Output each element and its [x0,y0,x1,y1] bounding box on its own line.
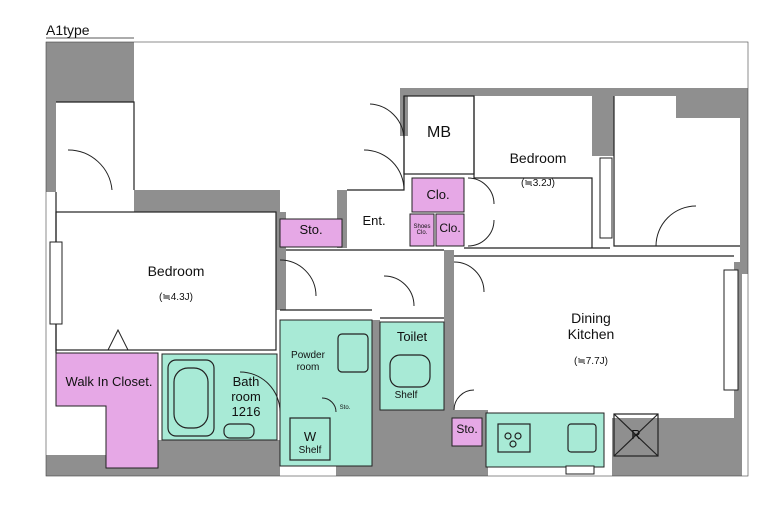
mb-label: MB [427,124,451,141]
bedroom-small-area: (≒3.2J) [521,178,555,189]
bedroom-large-area: (≒4.3J) [159,292,193,303]
washer-box [289,417,331,461]
storage-hall-label: Sto. [299,222,323,237]
sink [567,423,597,453]
door-swings [67,103,697,413]
dining-kitchen-area: (≒7.7J) [574,356,608,367]
entrance-label: Ent. [362,213,386,228]
washer-shelf-label: Shelf [298,445,322,456]
closet-bottom-label: Clo. [439,221,461,235]
vanity-sink [337,333,369,373]
closet-top-label: Clo. [426,187,450,202]
storage-kitchen-label: Sto. [456,422,478,436]
bedroom-small-label: Bedroom [509,150,567,166]
fixtures [167,333,659,461]
washer-label: W [303,429,317,444]
walk-in-closet-label: Walk In Closet. [65,374,153,389]
windows [49,157,739,475]
plan-title: A1type [46,22,90,38]
storage-areas [55,177,483,469]
bathroom-label: Bath room 1216 [231,374,261,419]
refrigerator-label: R [631,427,641,442]
toilet-shelf-label: Shelf [394,390,418,401]
bedroom-large-label: Bedroom [147,263,205,279]
dining-kitchen-label: Dining Kitchen [567,310,615,343]
toilet-label: Toilet [396,329,428,344]
shoes-closet-label: Shoes Clo. [413,224,431,237]
bathtub [167,359,215,437]
bath-basin [223,423,255,439]
stove [497,423,531,453]
wet-areas [161,319,605,468]
fridge-box [613,413,659,457]
storage-small-label: Sto. [339,405,351,411]
toilet-bowl [389,354,431,388]
powder-room-label: Powder room [291,350,325,373]
